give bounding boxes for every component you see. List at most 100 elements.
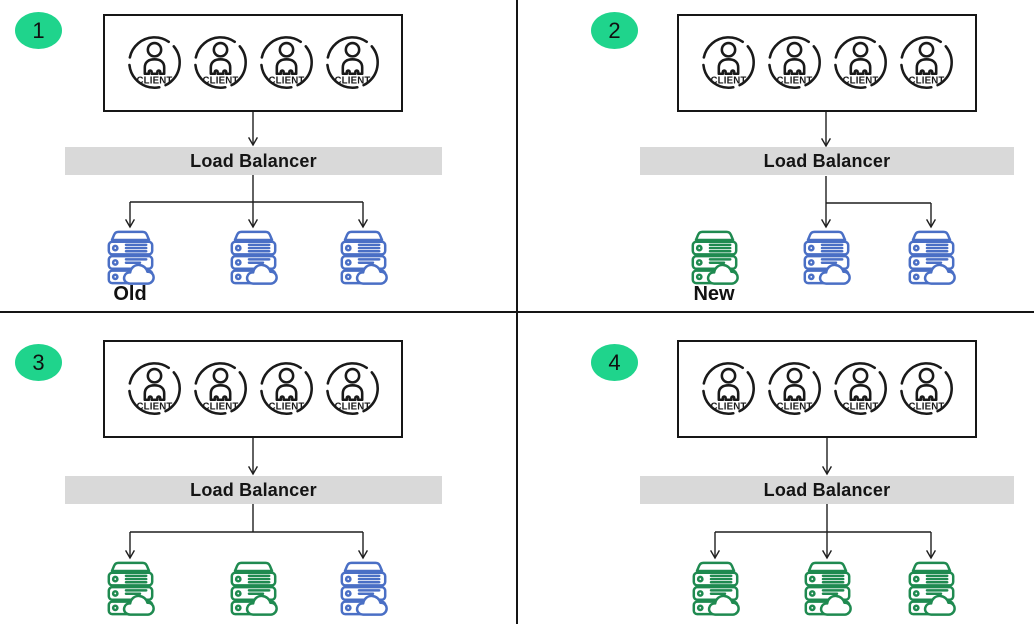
- server-icon-new: [691, 230, 739, 285]
- client-circle-outline: [127, 361, 181, 415]
- client-icon: CLIENT: [259, 35, 313, 89]
- client-torso: [849, 57, 871, 75]
- server-drawer: [908, 571, 954, 587]
- server-drawer: [340, 571, 386, 587]
- client-label: CLIENT: [776, 401, 812, 412]
- server-vents: [357, 243, 380, 265]
- server-lid: [343, 561, 383, 573]
- clients-group-box: CLIENT CLIENT CLIENT CLIENT: [677, 340, 977, 438]
- client-label: CLIENT: [908, 401, 944, 412]
- client-icon: CLIENT: [127, 35, 181, 89]
- server-led: [234, 604, 242, 612]
- step-number: 2: [608, 17, 621, 43]
- load-balancer-label: Load Balancer: [763, 150, 891, 171]
- client-icon: CLIENT: [899, 361, 953, 415]
- client-torso: [783, 383, 805, 401]
- server-drawer: [230, 240, 276, 256]
- server-lid: [233, 230, 273, 242]
- client-head: [278, 367, 294, 384]
- server-led: [344, 575, 352, 583]
- clients-group-box: CLIENT CLIENT CLIENT CLIENT: [103, 340, 403, 438]
- client-label: CLIENT: [268, 75, 304, 86]
- client-torso: [209, 57, 231, 75]
- server-status-label: New: [693, 283, 735, 305]
- server-drawer: [107, 240, 153, 256]
- client-circle-outline: [193, 35, 247, 89]
- server-drawer: [804, 571, 850, 587]
- cloud-icon: [355, 594, 388, 616]
- client-circle-outline: [259, 35, 313, 89]
- server-led: [912, 273, 920, 281]
- cloud-icon: [122, 594, 155, 616]
- horizontal-divider: [0, 311, 1034, 313]
- client-label: CLIENT: [136, 75, 172, 86]
- server-lid: [233, 561, 273, 573]
- client-head: [786, 41, 802, 58]
- server-vents: [708, 243, 731, 265]
- step-panel-2: 2 CLIENT CLIENT CLIENT CLIENT Load Balan…: [517, 0, 1034, 312]
- client-label: CLIENT: [334, 75, 370, 86]
- client-circle-outline: [767, 361, 821, 415]
- client-label: CLIENT: [334, 401, 370, 412]
- client-label: CLIENT: [842, 401, 878, 412]
- cloud-icon: [122, 263, 155, 285]
- client-icon: CLIENT: [833, 35, 887, 89]
- client-torso: [717, 57, 739, 75]
- load-balancer-label: Load Balancer: [190, 150, 317, 171]
- client-circle-outline: [701, 35, 755, 89]
- clients-group-box: CLIENT CLIENT CLIENT CLIENT: [677, 14, 977, 112]
- server-led: [808, 590, 816, 597]
- server-lid: [343, 230, 383, 242]
- load-balancer-label: Load Balancer: [763, 479, 891, 500]
- client-label: CLIENT: [202, 75, 238, 86]
- client-icon: CLIENT: [899, 35, 953, 89]
- client-torso: [143, 383, 165, 401]
- server-led: [234, 575, 242, 583]
- server-led: [912, 259, 920, 266]
- server-lid: [110, 230, 150, 242]
- cloud-icon: [923, 594, 956, 616]
- client-head: [212, 367, 228, 384]
- client-head: [852, 367, 868, 384]
- client-head: [344, 41, 360, 58]
- server-drawer: [340, 240, 386, 256]
- server-led: [111, 259, 119, 266]
- cloud-icon: [818, 263, 851, 285]
- server-led: [696, 575, 704, 583]
- client-torso: [915, 57, 937, 75]
- client-icon: CLIENT: [767, 361, 821, 415]
- server-led: [234, 244, 242, 252]
- step-panel-1: 1 CLIENT CLIENT CLIENT CLIENT Load Balan…: [0, 0, 517, 312]
- cloud-icon: [923, 263, 956, 285]
- server-vents: [925, 243, 948, 265]
- step-badge: 4: [591, 344, 638, 381]
- client-icon: CLIENT: [325, 35, 379, 89]
- server-status-label: Old: [113, 283, 147, 305]
- server-led: [912, 244, 920, 252]
- server-led: [111, 604, 119, 612]
- client-icon: CLIENT: [833, 361, 887, 415]
- step-panel-3: 3 CLIENT CLIENT CLIENT CLIENT Load Balan…: [0, 312, 517, 624]
- server-led: [111, 273, 119, 281]
- client-label: CLIENT: [202, 401, 238, 412]
- client-head: [852, 41, 868, 58]
- load-balancer: Load Balancer: [640, 147, 1014, 175]
- load-balancer: Load Balancer: [65, 476, 442, 504]
- server-lid: [695, 561, 735, 573]
- load-balancer: Load Balancer: [65, 147, 442, 175]
- server-lid: [807, 561, 847, 573]
- client-icon: CLIENT: [767, 35, 821, 89]
- server-drawer: [230, 571, 276, 587]
- cloud-icon: [355, 263, 388, 285]
- step-badge: 2: [591, 12, 638, 49]
- server-led: [695, 259, 703, 266]
- client-torso: [341, 57, 363, 75]
- client-label: CLIENT: [136, 401, 172, 412]
- server-lid: [694, 230, 734, 242]
- client-icon: CLIENT: [193, 361, 247, 415]
- cloud-icon: [706, 263, 739, 285]
- client-torso: [275, 383, 297, 401]
- client-circle-outline: [899, 361, 953, 415]
- server-icon-old: [230, 230, 278, 285]
- server-led: [344, 244, 352, 252]
